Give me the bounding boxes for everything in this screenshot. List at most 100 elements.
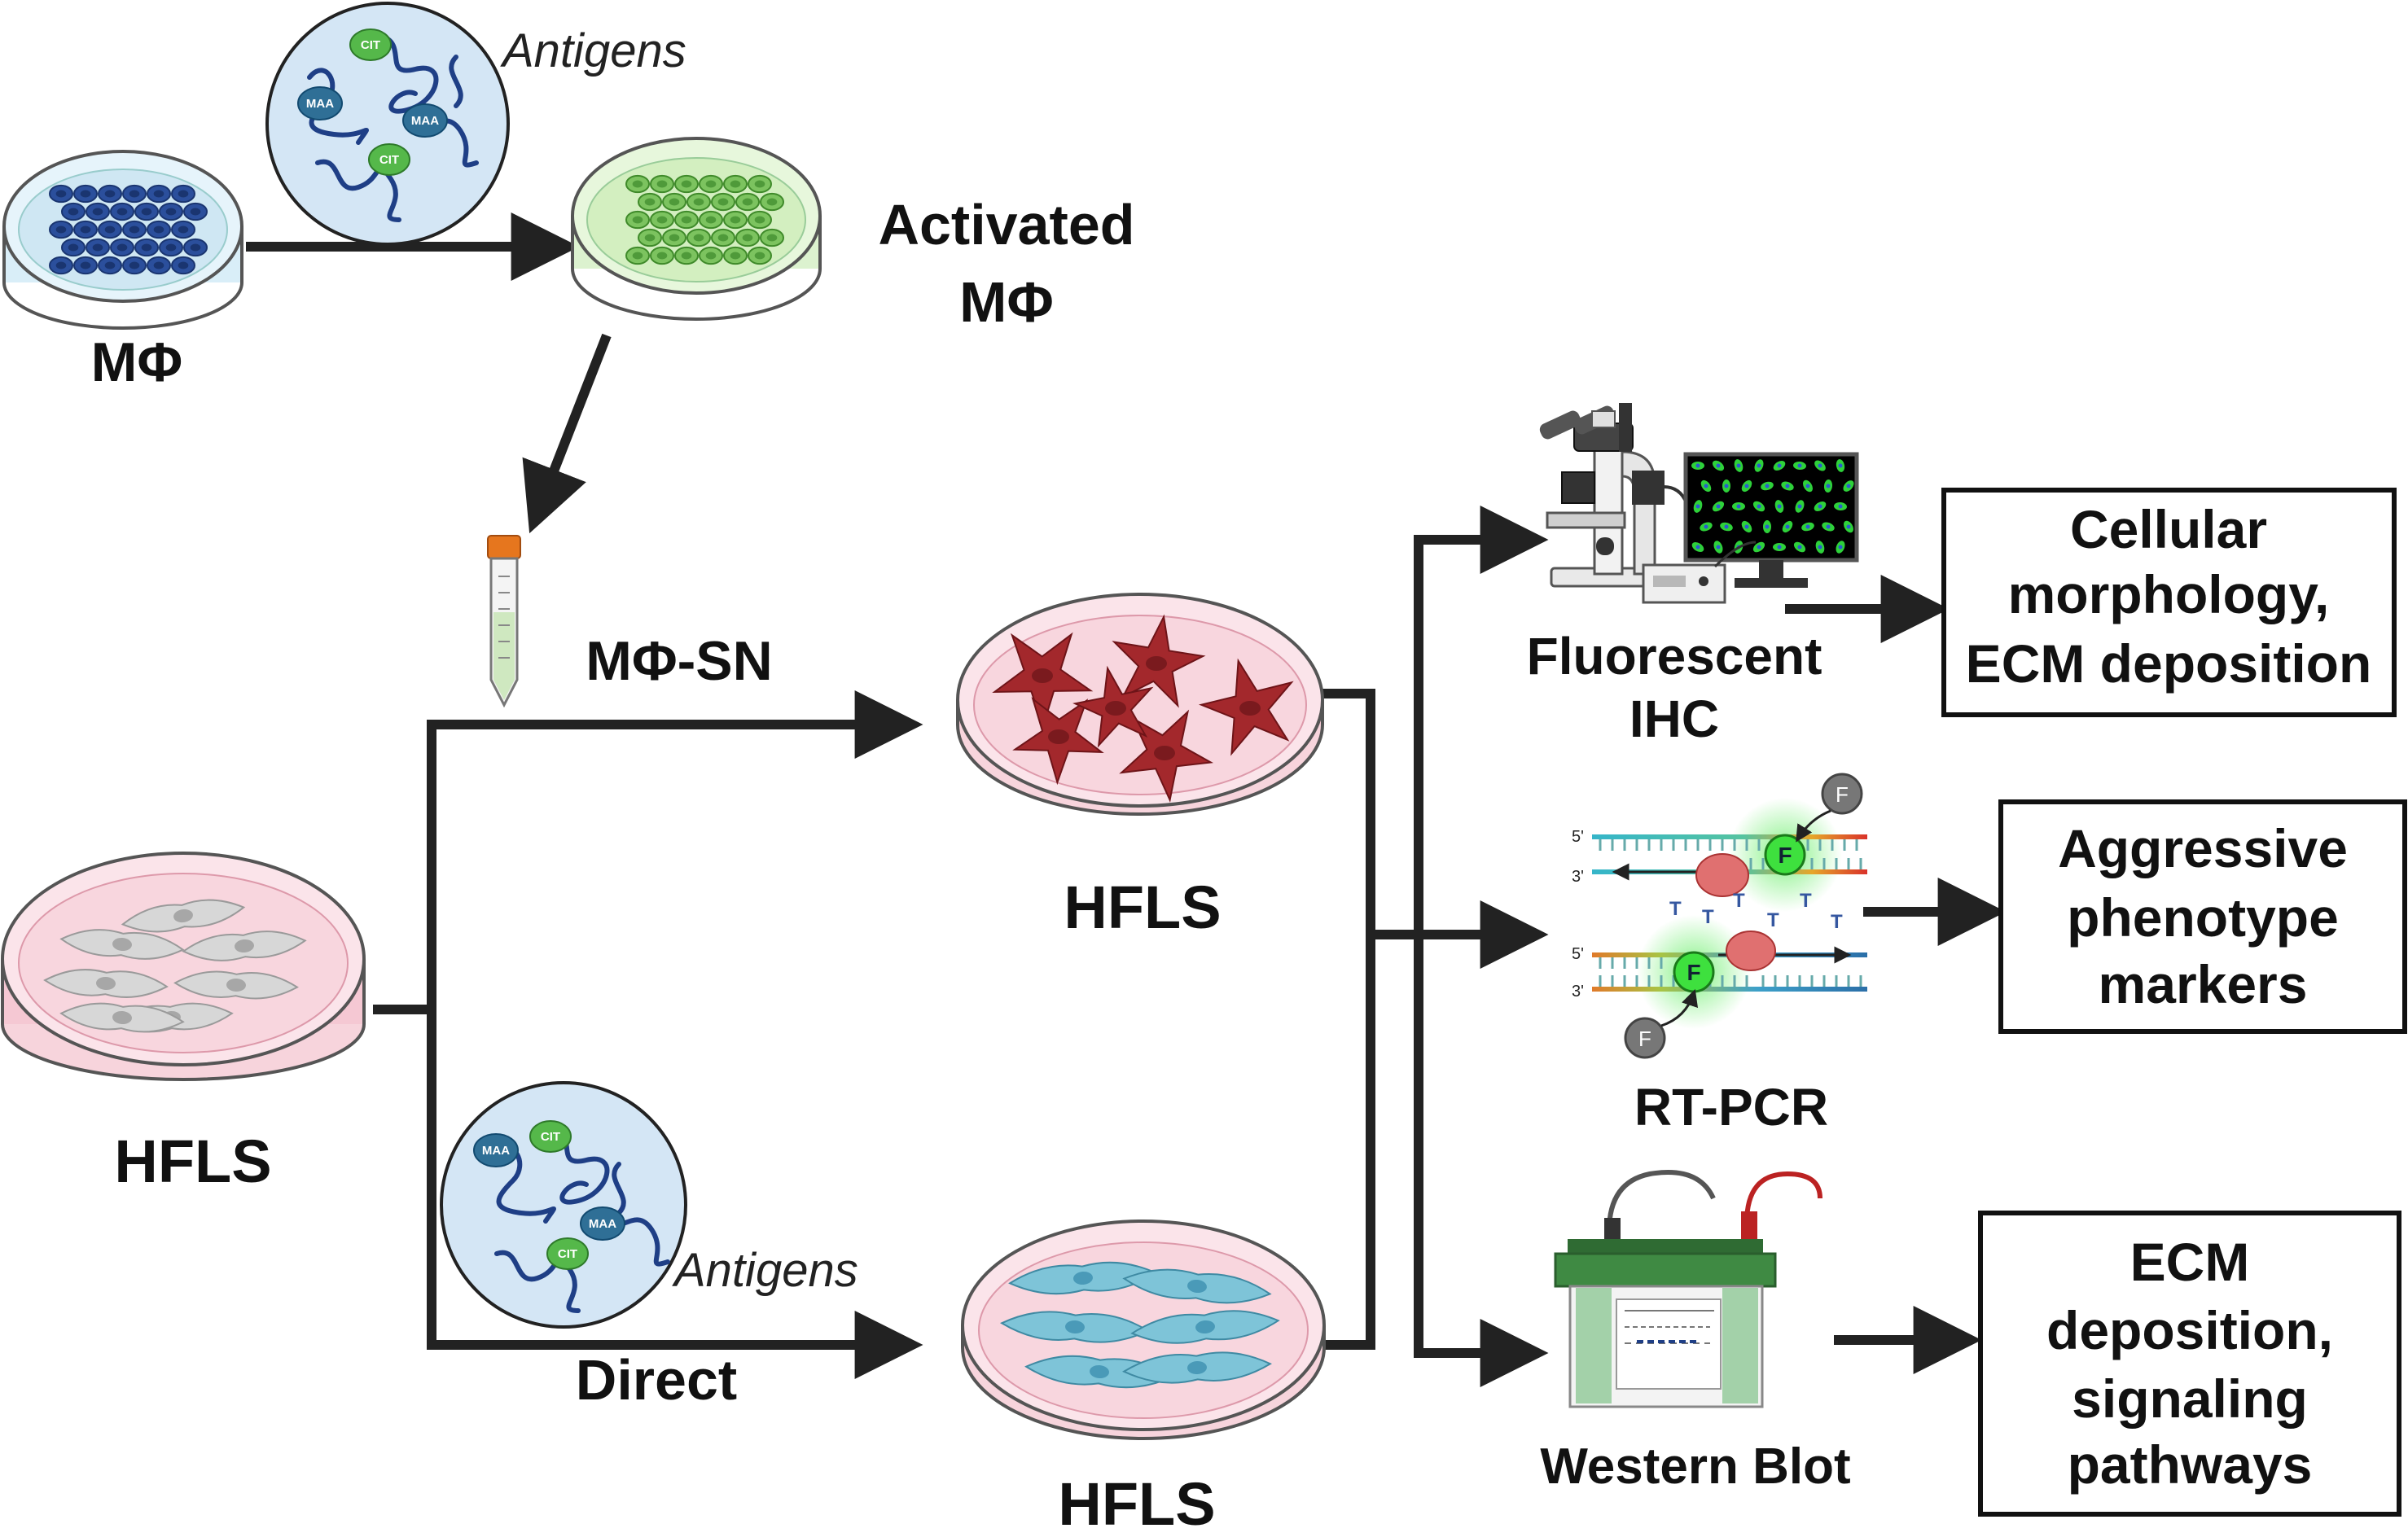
fluorescent-nucleus	[1765, 484, 1770, 488]
outcome-western-line1: ECM	[2130, 1232, 2250, 1292]
activated-label-line1: Activated	[878, 193, 1134, 256]
cell-nucleus	[669, 198, 680, 206]
supernatant-label: MΦ-SN	[586, 630, 773, 692]
fluorescent-nucleus	[1716, 463, 1721, 468]
fluorescent-nucleus	[1736, 504, 1741, 509]
fluorescent-nucleus	[1797, 504, 1802, 509]
flow-arrows	[246, 212, 2007, 1387]
supernatant-treated-dish	[956, 593, 1324, 816]
fluorescent-nucleus	[1757, 545, 1761, 550]
cell-nucleus	[80, 190, 91, 198]
antigens-top: MAA CIT MAA CIT	[265, 2, 510, 246]
svg-text:T: T	[1669, 898, 1682, 920]
fluorescent-nucleus	[1797, 463, 1802, 468]
cell-nucleus	[178, 190, 189, 198]
cell-nucleus	[717, 198, 729, 206]
outcome-box-ihc: Cellular morphology, ECM deposition	[1941, 488, 2397, 717]
fluorophore-label: F	[1686, 960, 1700, 985]
fluorescent-nucleus	[1695, 504, 1700, 509]
fluorescent-nucleus	[1695, 545, 1700, 550]
hfls-bottom-label: HFLS	[1058, 1470, 1215, 1533]
fluorescent-nucleus	[1838, 463, 1843, 468]
fluorescent-nucleus	[1777, 545, 1782, 550]
cell-nucleus	[754, 216, 765, 224]
antigens-top-label: Antigens	[500, 24, 686, 77]
cell-nucleus	[190, 208, 201, 216]
fluorescent-nucleus	[1826, 484, 1831, 488]
cell-nucleus	[632, 252, 643, 260]
fluorophore-label: F	[1836, 782, 1849, 807]
cell-nucleus	[68, 208, 79, 216]
cell-nucleus	[681, 252, 692, 260]
arrow-to-western	[1414, 935, 1549, 1387]
antigens-bottom: MAA CIT MAA CIT	[440, 1081, 687, 1329]
maa-label: MAA	[589, 1217, 616, 1231]
cell-nucleus	[754, 252, 765, 260]
fluorophore-label: F	[1778, 843, 1792, 868]
svg-text:T: T	[1702, 906, 1714, 928]
fluorescent-nucleus	[1846, 524, 1851, 529]
activated-macrophage-dish	[571, 137, 822, 321]
rtpcr-label: RT-PCR	[1634, 1078, 1828, 1136]
fluorescent-nucleus	[1695, 463, 1700, 468]
svg-text:T: T	[1767, 909, 1779, 931]
cell-nucleus	[742, 234, 753, 242]
primer-5-bottom: 5'	[1572, 945, 1584, 963]
cell-nucleus	[656, 180, 668, 188]
monitor-icon	[1683, 452, 1859, 588]
fluorescent-nucleus	[1724, 524, 1729, 529]
primer-5-top: 5'	[1572, 828, 1584, 846]
fluorescent-nucleus	[1765, 524, 1770, 529]
cell-nucleus	[55, 226, 67, 234]
cell-nucleus	[55, 190, 67, 198]
fluorescent-nucleus	[1805, 484, 1810, 488]
connector-top-dish-out	[1321, 689, 1375, 1350]
cell-nucleus	[754, 180, 765, 188]
cell-nucleus	[644, 198, 656, 206]
cell-nucleus	[104, 261, 116, 269]
western-blot-tank-icon	[1554, 1170, 1822, 1408]
fluorescent-nucleus	[1818, 504, 1822, 509]
outcome-ihc-line2: morphology,	[2008, 564, 2330, 624]
macrophage-dish	[2, 150, 243, 330]
ihc-label-line1: Fluorescent	[1527, 627, 1822, 685]
cell-nucleus	[632, 216, 643, 224]
fibroblast	[173, 970, 299, 1000]
maa-label: MAA	[411, 114, 439, 128]
cell-nucleus	[190, 243, 201, 252]
cell-nucleus	[80, 261, 91, 269]
fluorescent-nucleus	[1826, 524, 1831, 529]
fluorescent-nucleus	[1724, 484, 1729, 488]
fibroblast	[43, 969, 169, 998]
cell-nucleus	[717, 234, 729, 242]
cell-nucleus	[656, 252, 668, 260]
outcome-pcr-line2: phenotype	[2067, 887, 2339, 948]
svg-text:T: T	[1800, 890, 1812, 912]
cell-nucleus	[705, 180, 717, 188]
fluorescent-nucleus	[1704, 484, 1708, 488]
cell-nucleus	[129, 226, 140, 234]
cell-nucleus	[669, 234, 680, 242]
fluorescent-nucleus	[1838, 504, 1843, 509]
activated-fibroblasts-blue	[1000, 1261, 1280, 1389]
fluorescent-nucleus	[1716, 545, 1721, 550]
outcome-ihc-line3: ECM deposition	[1966, 633, 2372, 694]
fibroblast	[121, 899, 246, 933]
cell-nucleus	[705, 252, 717, 260]
cell-nucleus	[165, 243, 177, 252]
cit-label: CIT	[379, 153, 399, 167]
fluorescent-nucleus	[1744, 484, 1749, 488]
fluorescent-nucleus	[1838, 545, 1843, 550]
activated-label-line2: MΦ	[959, 270, 1054, 334]
fibroblast	[1130, 1310, 1280, 1344]
fluorescent-nucleus	[1757, 504, 1761, 509]
fluorescent-nucleus	[1785, 524, 1790, 529]
cell-nucleus	[141, 243, 152, 252]
fibroblast	[1000, 1311, 1150, 1343]
fluorescent-nucleus	[1777, 463, 1782, 468]
cell-nucleus	[116, 208, 128, 216]
direct-treated-dish	[961, 1220, 1326, 1440]
arrow-branch-to-direct-dish	[427, 1009, 923, 1379]
fibroblast	[59, 1002, 185, 1033]
